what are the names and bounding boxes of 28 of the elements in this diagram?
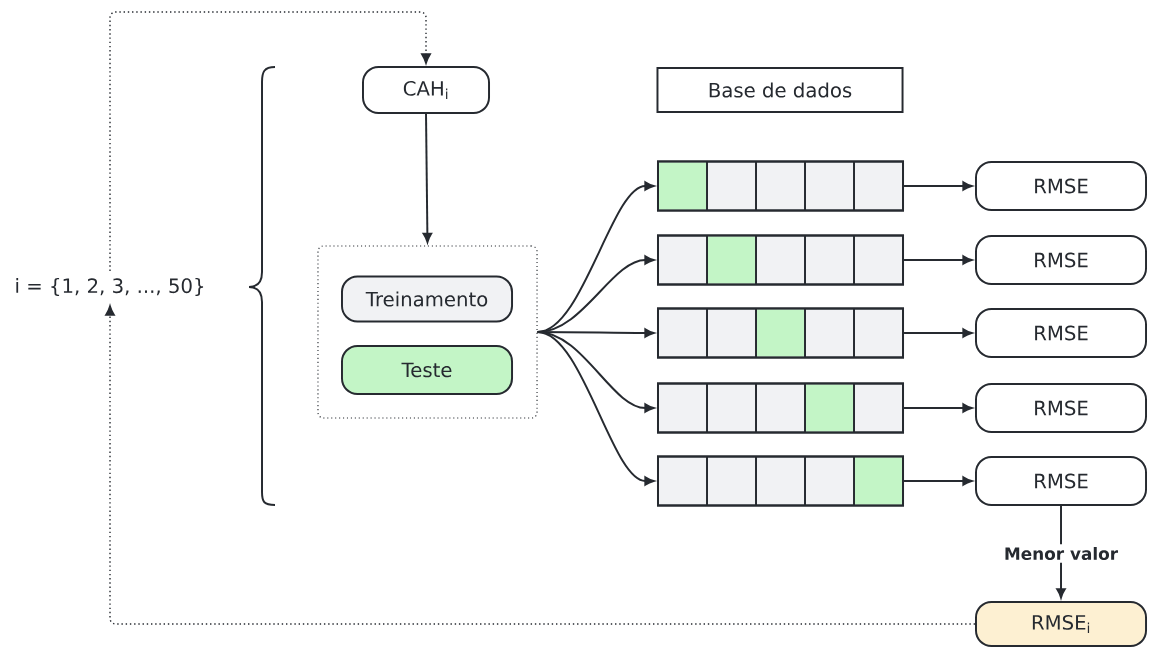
arrow	[903, 403, 973, 413]
arrow	[105, 304, 976, 625]
data-fold-row	[657, 382, 905, 434]
edge-label: Menor valor	[1001, 544, 1121, 563]
rounded-box: Treinamento	[341, 275, 513, 323]
rounded-box: RMSE	[975, 456, 1147, 506]
rounded-box: CAH$_{i}$	[362, 66, 490, 114]
arrow	[422, 113, 433, 243]
rounded-box: RMSE	[975, 161, 1147, 211]
result-box: RMSE$_{i}$	[975, 601, 1147, 647]
title-box: Base de dados	[656, 67, 904, 113]
arrow	[903, 181, 973, 191]
range-label: i = {1, 2, 3, ..., 50}	[16, 277, 204, 297]
data-fold-row	[657, 307, 905, 359]
rounded-box: RMSE	[975, 308, 1147, 358]
rounded-box: RMSE	[975, 383, 1147, 433]
arrow	[1056, 505, 1066, 599]
arrow	[903, 255, 973, 265]
arrow	[109, 11, 431, 272]
rounded-box: Teste	[341, 345, 513, 395]
data-fold-row	[657, 160, 905, 212]
arrow	[536, 331, 655, 486]
rounded-box: RMSE	[975, 235, 1147, 285]
data-fold-row	[657, 455, 905, 507]
arrow	[903, 476, 973, 486]
data-fold-row	[657, 234, 905, 286]
arrow	[903, 328, 973, 338]
dotted-group-box	[317, 245, 538, 419]
